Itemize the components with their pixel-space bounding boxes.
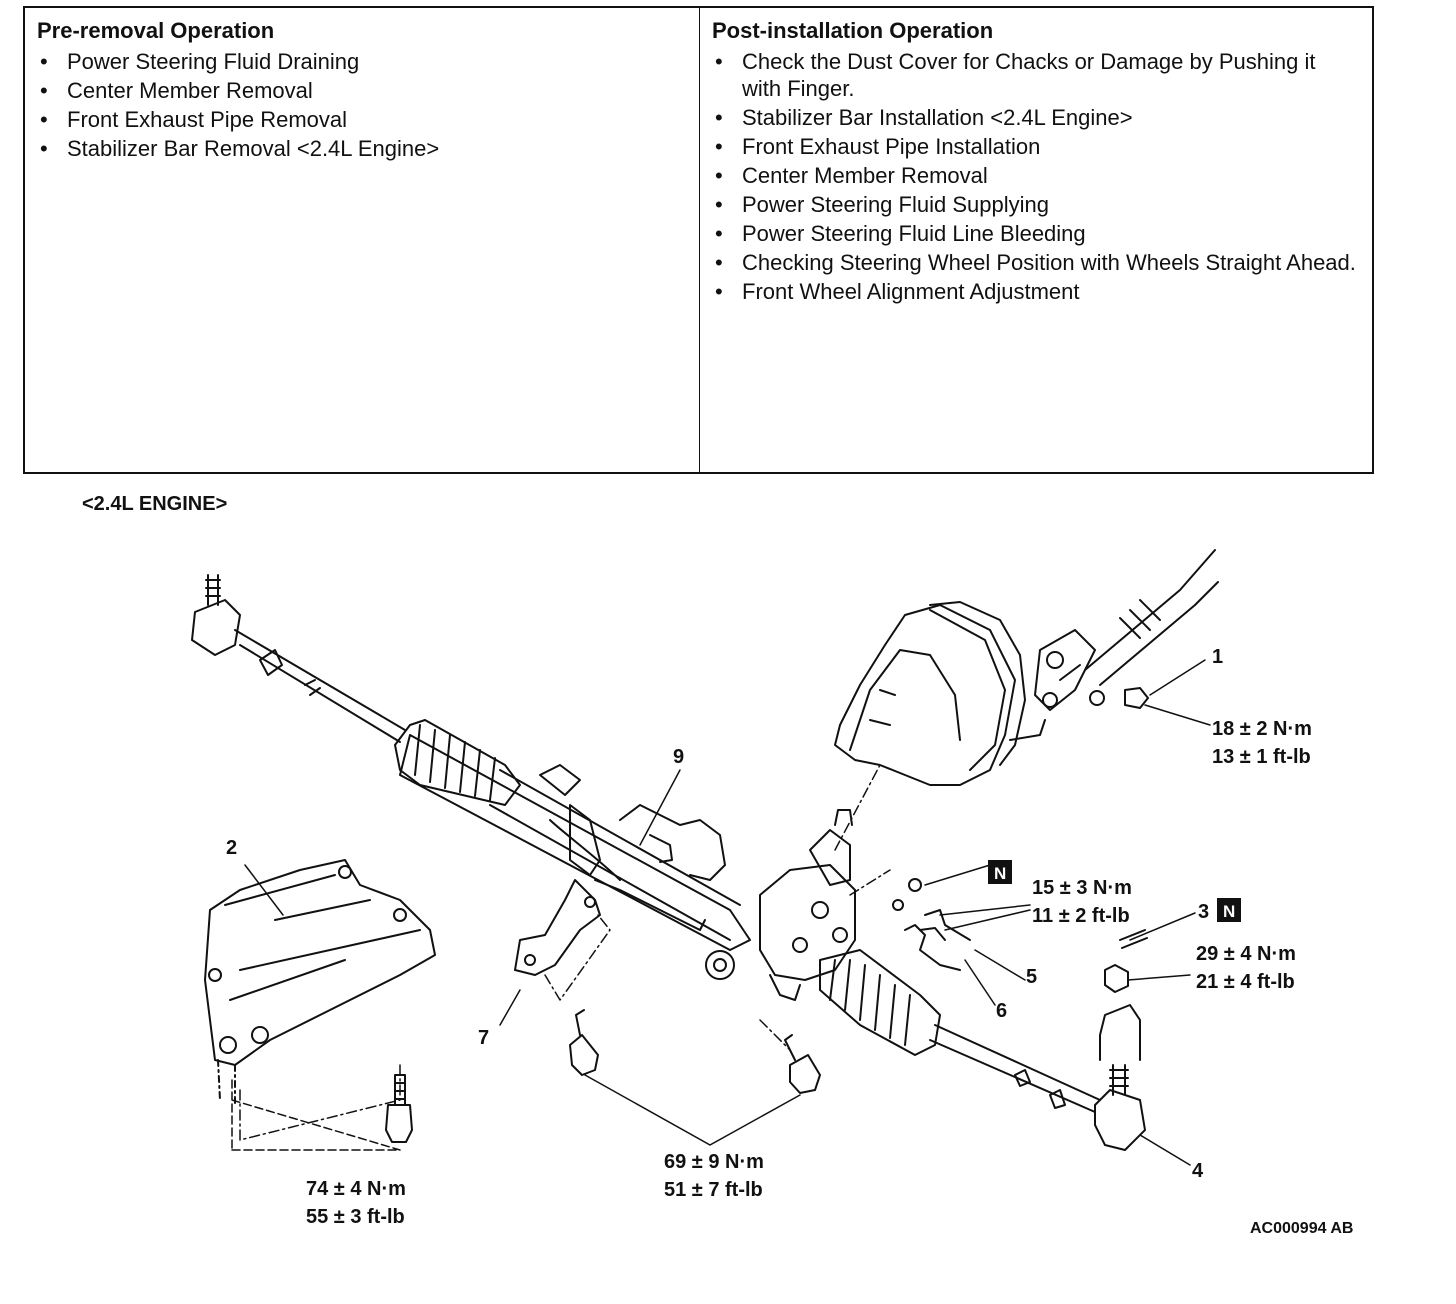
torque-5-ftlb: 11 ± 2 ft-lb xyxy=(1032,905,1130,927)
shaft-bolt xyxy=(1089,687,1149,709)
part-number-1: 1 xyxy=(1212,646,1223,668)
torque-1-ftlb: 13 ± 1 ft-lb xyxy=(1212,746,1311,768)
list-item: Front Exhaust Pipe Removal xyxy=(37,106,687,133)
post-installation-column: Post-installation Operation Check the Du… xyxy=(700,8,1372,472)
right-boot xyxy=(819,949,941,1056)
torque-2-nm: 74 ± 4 N·m xyxy=(306,1178,406,1200)
clamp xyxy=(514,879,601,976)
list-item: Front Exhaust Pipe Installation xyxy=(712,133,1360,160)
list-item: Checking Steering Wheel Position with Wh… xyxy=(712,249,1360,276)
gear-valve-housing xyxy=(705,809,856,1001)
torque-1-nm: 18 ± 2 N·m xyxy=(1212,718,1312,740)
list-item: Stabilizer Bar Installation <2.4L Engine… xyxy=(712,104,1360,131)
reference-code: AC000994 AB xyxy=(1250,1220,1353,1237)
list-item: Power Steering Fluid Draining xyxy=(37,48,687,75)
torque-7-nm: 69 ± 9 N·m xyxy=(664,1151,764,1173)
clamp-bolt-left xyxy=(569,1009,599,1076)
steering-gear-diagram: 1 2 3 4 5 6 7 9 N N 18 ± 2 N·m 13 ± 1 ft… xyxy=(191,549,1353,1237)
intermediate-shaft xyxy=(1034,549,1219,711)
torque-5-nm: 15 ± 3 N·m xyxy=(1032,877,1132,899)
pre-removal-column: Pre-removal Operation Power Steering Flu… xyxy=(25,8,700,472)
part-number-9: 9 xyxy=(673,746,684,768)
torque-2-ftlb: 55 ± 3 ft-lb xyxy=(306,1206,405,1228)
part-number-6: 6 xyxy=(996,1000,1007,1022)
n-mark-label: N xyxy=(1223,902,1235,921)
list-item: Center Member Removal xyxy=(712,162,1360,189)
rack-housing xyxy=(399,734,751,951)
member-bolt xyxy=(385,1074,413,1143)
left-tie-rod xyxy=(191,574,406,743)
list-item: Stabilizer Bar Removal <2.4L Engine> xyxy=(37,135,687,162)
part-number-3: 3 xyxy=(1198,901,1209,923)
list-item: Power Steering Fluid Line Bleeding xyxy=(712,220,1360,247)
n-mark-label: N xyxy=(994,864,1006,883)
post-installation-title: Post-installation Operation xyxy=(712,18,994,43)
part-number-7: 7 xyxy=(478,1027,489,1049)
list-item: Center Member Removal xyxy=(37,77,687,104)
right-tie-rod xyxy=(929,1024,1146,1151)
n-mark-cotter: N xyxy=(1217,898,1241,922)
clamp-bolt-right xyxy=(784,1034,821,1094)
post-installation-list: Check the Dust Cover for Chacks or Damag… xyxy=(712,48,1360,305)
knuckle-arm xyxy=(1099,1004,1141,1061)
left-boot xyxy=(394,719,521,806)
list-item: Power Steering Fluid Supplying xyxy=(712,191,1360,218)
operations-table: Pre-removal Operation Power Steering Flu… xyxy=(23,6,1374,474)
list-item: Check the Dust Cover for Chacks or Damag… xyxy=(712,48,1360,102)
list-item: Front Wheel Alignment Adjustment xyxy=(712,278,1360,305)
torque-7-ftlb: 51 ± 7 ft-lb xyxy=(664,1179,763,1201)
tie-rod-nut xyxy=(1104,929,1148,993)
clips xyxy=(892,878,971,971)
dust-cover xyxy=(834,601,1046,786)
part-number-4: 4 xyxy=(1192,1160,1204,1182)
torque-3-nm: 29 ± 4 N·m xyxy=(1196,943,1296,965)
center-member-bracket xyxy=(204,859,436,1106)
n-mark-nut: N xyxy=(988,860,1012,884)
engine-label: <2.4L ENGINE> xyxy=(82,493,228,515)
assembly-lines xyxy=(239,764,891,1141)
pre-removal-list: Power Steering Fluid Draining Center Mem… xyxy=(37,48,687,162)
torque-3-ftlb: 21 ± 4 ft-lb xyxy=(1196,971,1295,993)
pre-removal-title: Pre-removal Operation xyxy=(37,18,275,43)
part-number-5: 5 xyxy=(1026,966,1037,988)
part-number-2: 2 xyxy=(226,837,237,859)
leader-lines xyxy=(231,659,1211,1166)
